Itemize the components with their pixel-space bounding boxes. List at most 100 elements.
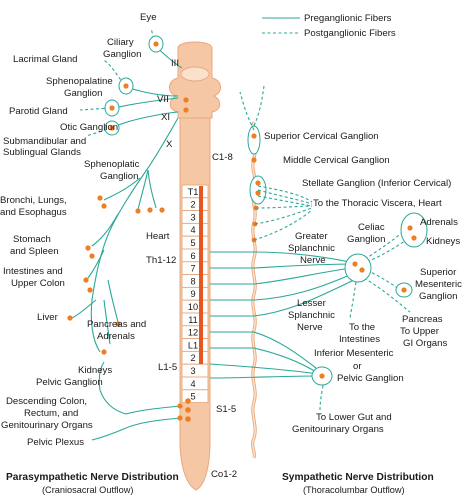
label-sphenoplatic-1: Sphenoplatic <box>84 159 140 170</box>
nerve-pelvic-plexus <box>91 427 127 441</box>
label-stomach-1: Stomach <box>13 234 51 245</box>
greater-splanchnic <box>253 251 353 285</box>
brainstem-nucleus-2 <box>183 107 189 113</box>
pelvic-plexus-dot-2 <box>177 415 183 421</box>
label-superior-mes-3: Ganglion <box>419 291 457 302</box>
label-ciliary-1: Ciliary <box>107 37 134 48</box>
sacral-ganglion-1 <box>185 398 191 404</box>
stellate-ganglion-1 <box>255 180 261 186</box>
sphenopalatine-ganglion <box>123 83 129 89</box>
nerve-vagus-bronchi <box>103 177 141 201</box>
label-pelvic-ganglion: Pelvic Ganglion <box>36 377 103 388</box>
label-eye: Eye <box>140 12 157 23</box>
label-inferior-mes-3: Pelvic Ganglion <box>337 373 404 384</box>
intermediolateral-column <box>199 186 203 364</box>
lesser-splanchnic <box>253 273 355 317</box>
pelvic-plexus-dot-1 <box>177 403 183 409</box>
nerve-vagus-stomach <box>91 213 119 247</box>
label-heart: Heart <box>146 231 170 242</box>
label-inferior-mes-2: or <box>353 361 362 372</box>
segment-label-5: 6 <box>190 251 195 261</box>
subtitle-sympathetic: (Thoracolumbar Outflow) <box>303 485 405 495</box>
nerve-vagus-liver <box>71 299 97 319</box>
segment-label-12: L1 <box>188 340 198 350</box>
label-lower-gut-2: Genitourinary Organs <box>292 424 384 435</box>
stellate-ganglion-2 <box>255 190 261 196</box>
label-submandibular-2: Sublingual Glands <box>3 147 81 158</box>
label-pancreas-2: To Upper <box>400 326 440 337</box>
intestine-ganglion-1 <box>83 277 89 283</box>
nerve-pelvic-ganglion <box>98 361 127 415</box>
segment-label-10: 11 <box>188 315 198 325</box>
label-superior-cervical: Superior Cervical Ganglion <box>264 131 379 142</box>
nerve-vagus-pancreas <box>103 279 119 345</box>
inferior-mesenteric-ganglion <box>319 373 325 379</box>
brainstem-nucleus-1 <box>183 97 189 103</box>
label-bronchi-2: and Esophagus <box>0 207 67 218</box>
left-labels: Eye Ciliary Ganglion Lacrimal Gland Sphe… <box>0 12 170 448</box>
kidney-ganglion-right <box>407 225 413 231</box>
label-greater-1: Greater <box>295 231 328 242</box>
label-descending-1: Descending Colon, <box>6 396 87 407</box>
middle-cervical-ganglion <box>251 157 257 163</box>
lumbar-to-pelvic <box>209 363 319 379</box>
legend-preganglionic-label: Preganglionic Fibers <box>304 13 392 24</box>
label-inferior-mes-1: Inferior Mesenteric <box>314 348 394 359</box>
label-kidneys: Kidneys <box>78 365 112 376</box>
label-pelvic-plexus: Pelvic Plexus <box>27 437 84 448</box>
label-pancreas-1: Pancreas <box>402 314 443 325</box>
label-kidneys-right: Kidneys <box>426 236 460 247</box>
otic-ganglion <box>109 105 115 111</box>
title-sympathetic: Sympathetic Nerve Distribution <box>282 472 434 483</box>
spine-label-s15: S1-5 <box>216 404 236 415</box>
spine-label-l15: L1-5 <box>158 362 177 373</box>
celiac-ganglion-1 <box>352 261 358 267</box>
superior-mesenteric-ganglion <box>401 287 407 293</box>
label-submandibular-1: Submandibular and <box>3 136 86 147</box>
segment-label-1: 2 <box>190 200 195 210</box>
label-to-intestines-1: To the <box>349 322 375 333</box>
label-lesser-2: Splanchnic <box>288 310 335 321</box>
label-middle-cervical: Middle Cervical Ganglion <box>283 155 390 166</box>
segment-label-13: 2 <box>190 353 195 363</box>
kidney-ganglion <box>101 349 107 355</box>
cranial-nerve-vii: VII <box>157 94 169 105</box>
nerve-vagus <box>90 117 179 353</box>
nerve-vagus-intestine <box>87 249 105 279</box>
label-lesser-3: Nerve <box>297 322 323 333</box>
label-thoracic-viscera: To the Thoracic Viscera, Heart <box>313 198 442 209</box>
titles: Parasympathetic Nerve Distribution (Cran… <box>6 472 434 495</box>
nerve-sacral-pelvic <box>125 405 181 429</box>
cranial-nerve-labels: III VII XI X <box>157 58 179 150</box>
segment-label-11: 12 <box>188 328 198 338</box>
nerve-xi <box>115 111 179 127</box>
sacral-ganglion-2 <box>185 407 191 413</box>
intestine-ganglion-2 <box>87 287 93 293</box>
label-otic: Otic Ganglion <box>60 122 118 133</box>
sympathetic-ganglia <box>311 212 428 386</box>
label-intestines-2: Upper Colon <box>11 278 65 289</box>
parasympathetic-nerves <box>71 27 183 441</box>
bronchi-ganglion-1 <box>97 195 103 201</box>
segment-label-3: 4 <box>190 225 195 235</box>
ciliary-ganglion <box>153 41 159 47</box>
segment-label-15: 4 <box>190 379 195 389</box>
label-celiac-2: Ganglion <box>347 234 385 245</box>
stomach-ganglion-1 <box>85 245 91 251</box>
segment-label-8: 9 <box>190 289 195 299</box>
celiac-ganglion-2 <box>359 267 365 273</box>
segment-label-0: T1 <box>188 187 199 197</box>
cranial-nerve-x: X <box>166 139 173 150</box>
label-bronchi-1: Bronchi, Lungs, <box>0 195 67 206</box>
sacral-ganglion-3 <box>185 416 191 422</box>
nerve-vagus-heart <box>137 169 157 211</box>
bronchi-ganglion-2 <box>101 203 107 209</box>
post-intestines <box>349 281 357 319</box>
kidney-ring <box>400 212 428 248</box>
heart-ganglion-3 <box>159 207 165 213</box>
segment-label-2: 3 <box>190 212 195 222</box>
optic-chiasm <box>180 66 210 82</box>
segment-label-9: 10 <box>188 302 198 312</box>
